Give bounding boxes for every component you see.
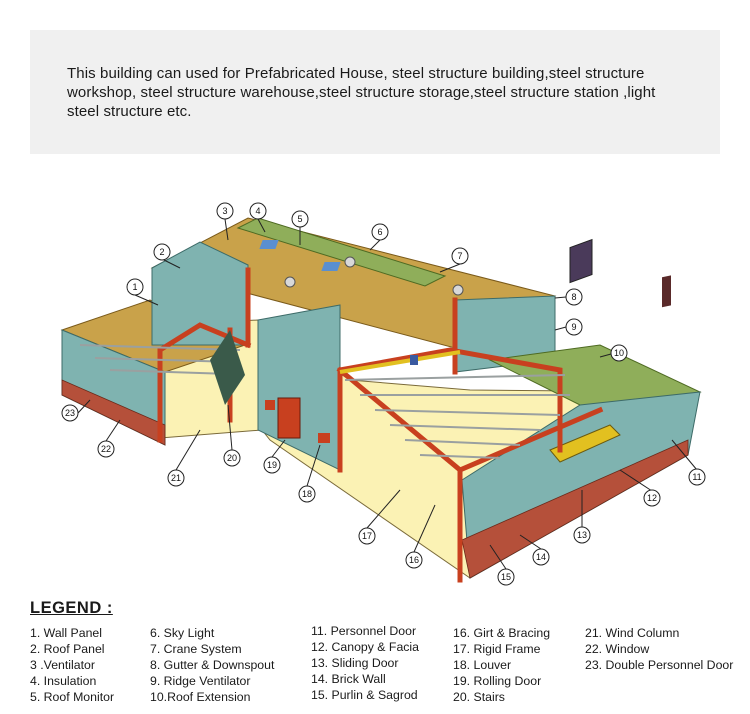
legend-title: LEGEND :: [30, 599, 113, 617]
legend-item: 22. Window: [585, 642, 650, 656]
intro-text-box: This building can used for Prefabricated…: [30, 30, 720, 154]
callout-2: 2: [153, 243, 181, 269]
svg-text:22: 22: [101, 444, 111, 454]
skylight: [321, 262, 341, 271]
callout-14: 14: [519, 534, 550, 566]
ventilator: [452, 284, 464, 296]
louver: [265, 400, 275, 410]
callout-5: 5: [291, 210, 309, 245]
legend-column-4: 16. Girt & Bracing 17. Rigid Frame 18. L…: [453, 625, 550, 705]
svg-text:6: 6: [377, 227, 382, 237]
legend-item: 7. Crane System: [150, 642, 242, 656]
svg-text:11: 11: [692, 472, 701, 482]
callout-9: 9: [554, 318, 583, 336]
legend-item: 16. Girt & Bracing: [453, 626, 551, 640]
legend-column-1: 1. Wall Panel 2. Roof Panel 3 .Ventilato…: [30, 625, 114, 705]
callout-17: 17: [358, 489, 401, 545]
callout-19: 19: [263, 439, 286, 474]
louver: [318, 433, 330, 443]
svg-text:17: 17: [362, 531, 372, 541]
legend-item: 9. Ridge Ventilator: [150, 674, 251, 688]
callout-15: 15: [489, 544, 515, 586]
svg-text:15: 15: [501, 572, 511, 582]
callout-1: 1: [126, 278, 159, 306]
legend-item: 20. Stairs: [453, 690, 505, 704]
svg-text:12: 12: [647, 493, 657, 503]
callout-4: 4: [249, 202, 267, 233]
legend-item: 21. Wind Column: [585, 626, 680, 640]
legend-item: 8. Gutter & Downspout: [150, 658, 275, 672]
legend-item: 6. Sky Light: [150, 626, 215, 640]
sliding-door: [569, 238, 593, 284]
callout-12: 12: [619, 469, 661, 507]
legend-item: 13. Sliding Door: [311, 656, 399, 670]
legend-item: 4. Insulation: [30, 674, 97, 688]
intro-text: This building can used for Prefabricated…: [67, 65, 656, 120]
ventilator: [284, 276, 296, 288]
roof-monitor: [236, 217, 447, 287]
legend-item: 12. Canopy & Facia: [311, 640, 420, 654]
svg-text:7: 7: [457, 251, 462, 261]
svg-text:9: 9: [571, 322, 576, 332]
svg-text:23: 23: [65, 408, 75, 418]
ventilator: [344, 256, 356, 268]
svg-text:19: 19: [267, 460, 277, 470]
callout-10: 10: [599, 344, 628, 362]
svg-text:4: 4: [255, 206, 260, 216]
callout-3: 3: [216, 202, 234, 241]
rolling-door: [277, 397, 301, 439]
svg-text:13: 13: [577, 530, 587, 540]
svg-text:3: 3: [222, 206, 227, 216]
legend-column-2: 6. Sky Light 7. Crane System 8. Gutter &…: [150, 625, 274, 705]
callout-16: 16: [405, 504, 436, 569]
central-block-wall: [257, 304, 341, 471]
svg-text:20: 20: [227, 453, 237, 463]
svg-text:8: 8: [571, 292, 576, 302]
crane-hoist: [410, 355, 418, 365]
legend-item: 11. Personnel Door: [311, 624, 417, 638]
callout-11: 11: [671, 439, 706, 486]
svg-text:21: 21: [171, 473, 181, 483]
callout-8: 8: [554, 288, 583, 306]
front-brick-wall: [461, 439, 689, 579]
svg-text:2: 2: [159, 247, 164, 257]
legend-item: 17. Rigid Frame: [453, 642, 541, 656]
callout-6: 6: [369, 223, 389, 251]
svg-text:5: 5: [297, 214, 302, 224]
legend-item: 14. Brick Wall: [311, 672, 386, 686]
legend-column-5: 21. Wind Column 22. Window 23. Double Pe…: [585, 625, 733, 673]
canopy: [549, 424, 621, 463]
svg-text:10: 10: [614, 348, 624, 358]
legend-item: 18. Louver: [453, 658, 512, 672]
skylight: [259, 240, 279, 249]
legend-item: 2. Roof Panel: [30, 642, 105, 656]
stairs: [210, 330, 245, 405]
legend-item: 10.Roof Extension: [150, 690, 251, 704]
legend-column-3: 11. Personnel Door 12. Canopy & Facia 13…: [311, 623, 419, 703]
callout-18: 18: [298, 444, 321, 503]
legend-item: 15. Purlin & Sagrod: [311, 688, 418, 702]
svg-text:16: 16: [409, 555, 419, 565]
personnel-door: [662, 275, 671, 308]
crane-beam: [339, 350, 461, 374]
left-brick-wall: [61, 379, 166, 446]
callout-7: 7: [439, 247, 469, 273]
callout-22: 22: [97, 419, 121, 458]
callout-13: 13: [573, 490, 591, 544]
legend-item: 1. Wall Panel: [30, 626, 102, 640]
svg-text:18: 18: [302, 489, 312, 499]
svg-text:14: 14: [536, 552, 546, 562]
callout-20: 20: [223, 404, 241, 467]
legend-item: 19. Rolling Door: [453, 674, 542, 688]
legend-item: 23. Double Personnel Door: [585, 658, 734, 672]
callout-23: 23: [61, 399, 91, 422]
callout-21: 21: [167, 429, 201, 487]
legend-item: 3 .Ventilator: [30, 658, 95, 672]
legend-item: 5. Roof Monitor: [30, 690, 115, 704]
svg-text:1: 1: [132, 282, 137, 292]
